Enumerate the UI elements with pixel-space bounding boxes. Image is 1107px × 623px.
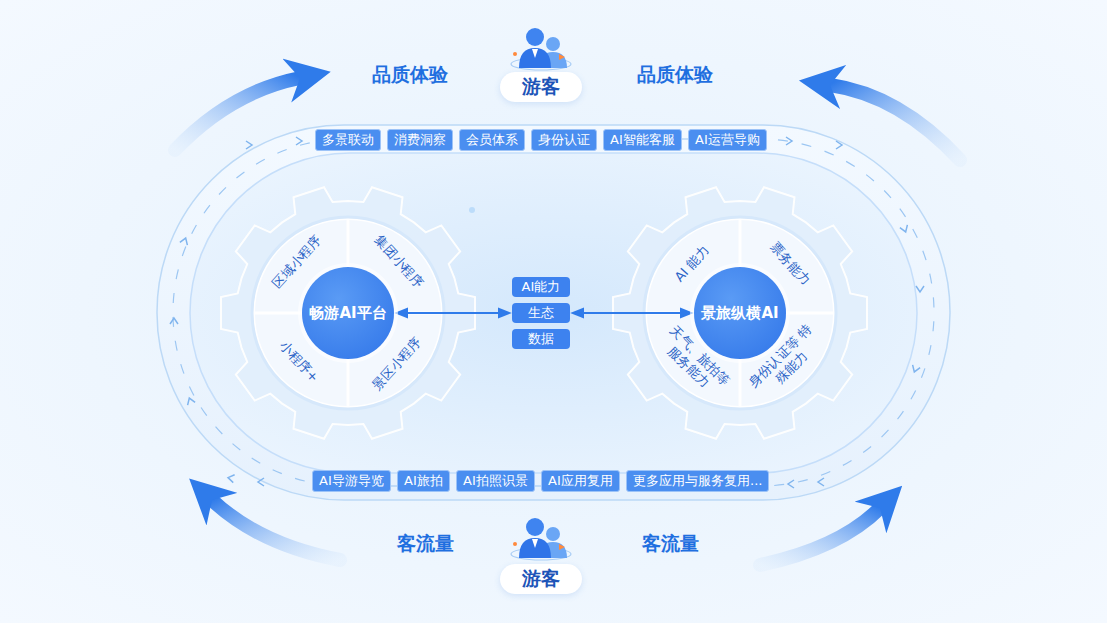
node-text: 消费洞察 bbox=[394, 131, 446, 149]
node-text: AI能力 bbox=[522, 278, 561, 296]
feature-chip: AI应用复用 bbox=[541, 470, 620, 492]
node-text: AI旅拍 bbox=[404, 472, 443, 490]
node-text: 会员体系 bbox=[466, 131, 518, 149]
node-text: 数据 bbox=[528, 330, 554, 348]
node-text: 更多应用与服务复用... bbox=[633, 472, 762, 490]
link-chip: 数据 bbox=[512, 329, 570, 349]
feature-chip: 身份认证 bbox=[531, 129, 597, 151]
feature-chip: 多景联动 bbox=[315, 129, 381, 151]
node-text: 景旅纵横AI bbox=[701, 304, 778, 323]
node-text: AI应用复用 bbox=[548, 472, 613, 490]
node-text: 生态 bbox=[528, 304, 554, 322]
feature-chip: AI智能客服 bbox=[603, 129, 682, 151]
node-text: AI导游导览 bbox=[319, 472, 384, 490]
feature-chip: AI运营导购 bbox=[688, 129, 767, 151]
platform-hub: 畅游AI平台 bbox=[302, 267, 394, 359]
benefit-label: 品质体验 bbox=[372, 62, 448, 88]
link-chip: AI能力 bbox=[512, 277, 571, 297]
double-arrow-connector bbox=[573, 312, 691, 314]
double-arrow-connector bbox=[397, 312, 509, 314]
node-text: AI智能客服 bbox=[610, 131, 675, 149]
traffic-label: 客流量 bbox=[642, 531, 699, 557]
feature-chip: AI拍照识景 bbox=[456, 470, 535, 492]
feature-chip: 更多应用与服务复用... bbox=[626, 470, 769, 492]
visitor-pill: 游客 bbox=[500, 564, 582, 594]
node-text: AI运营导购 bbox=[695, 131, 760, 149]
platform-hub: 景旅纵横AI bbox=[694, 267, 786, 359]
node-text: 畅游AI平台 bbox=[309, 304, 386, 323]
feature-chip: 消费洞察 bbox=[387, 129, 453, 151]
feature-chip: 会员体系 bbox=[459, 129, 525, 151]
node-text: 游客 bbox=[522, 74, 560, 100]
node-text: 多景联动 bbox=[322, 131, 374, 149]
node-text: AI拍照识景 bbox=[463, 472, 528, 490]
feature-chip: AI旅拍 bbox=[397, 470, 450, 492]
node-text: 身份认证 bbox=[538, 131, 590, 149]
visitor-pill: 游客 bbox=[500, 72, 582, 102]
traffic-label: 客流量 bbox=[397, 531, 454, 557]
feature-chip: AI导游导览 bbox=[312, 470, 391, 492]
node-text: 游客 bbox=[522, 566, 560, 592]
benefit-label: 品质体验 bbox=[637, 62, 713, 88]
link-chip: 生态 bbox=[512, 303, 570, 323]
